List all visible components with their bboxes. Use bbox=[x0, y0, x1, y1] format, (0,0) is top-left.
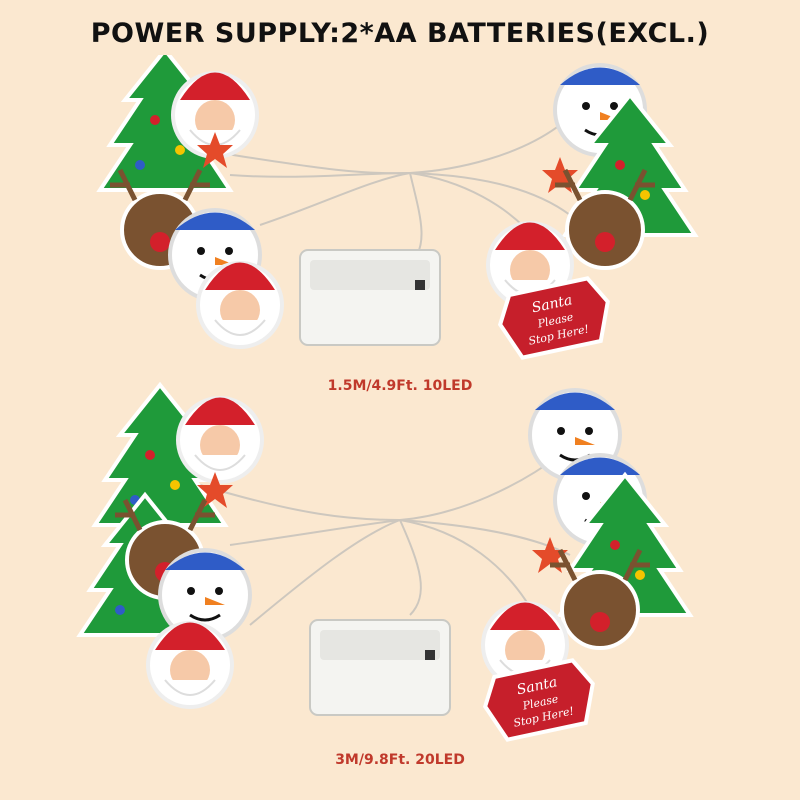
page-title: POWER SUPPLY:2*AA BATTERIES(EXCL.) bbox=[90, 18, 710, 49]
product-photo-20led: Santa Please Stop Here! bbox=[78, 383, 692, 742]
ornament-cluster-right bbox=[481, 388, 692, 689]
santa-stop-sign: Santa Please Stop Here! bbox=[482, 658, 595, 742]
ornament-cluster-right bbox=[486, 63, 697, 309]
product-photo-10led: Santa Please Stop Here! bbox=[98, 55, 697, 360]
ornament-cluster-left bbox=[78, 383, 264, 709]
battery-box bbox=[299, 249, 441, 346]
ornament-cluster-left bbox=[98, 55, 284, 349]
light-string-wires bbox=[199, 454, 571, 626]
battery-box bbox=[309, 619, 451, 716]
light-string-wires bbox=[199, 124, 571, 266]
product-caption-10led: 1.5M/4.9Ft. 10LED bbox=[327, 378, 473, 394]
product-caption-20led: 3M/9.8Ft. 20LED bbox=[335, 752, 465, 768]
santa-stop-sign: Santa Please Stop Here! bbox=[497, 276, 610, 360]
